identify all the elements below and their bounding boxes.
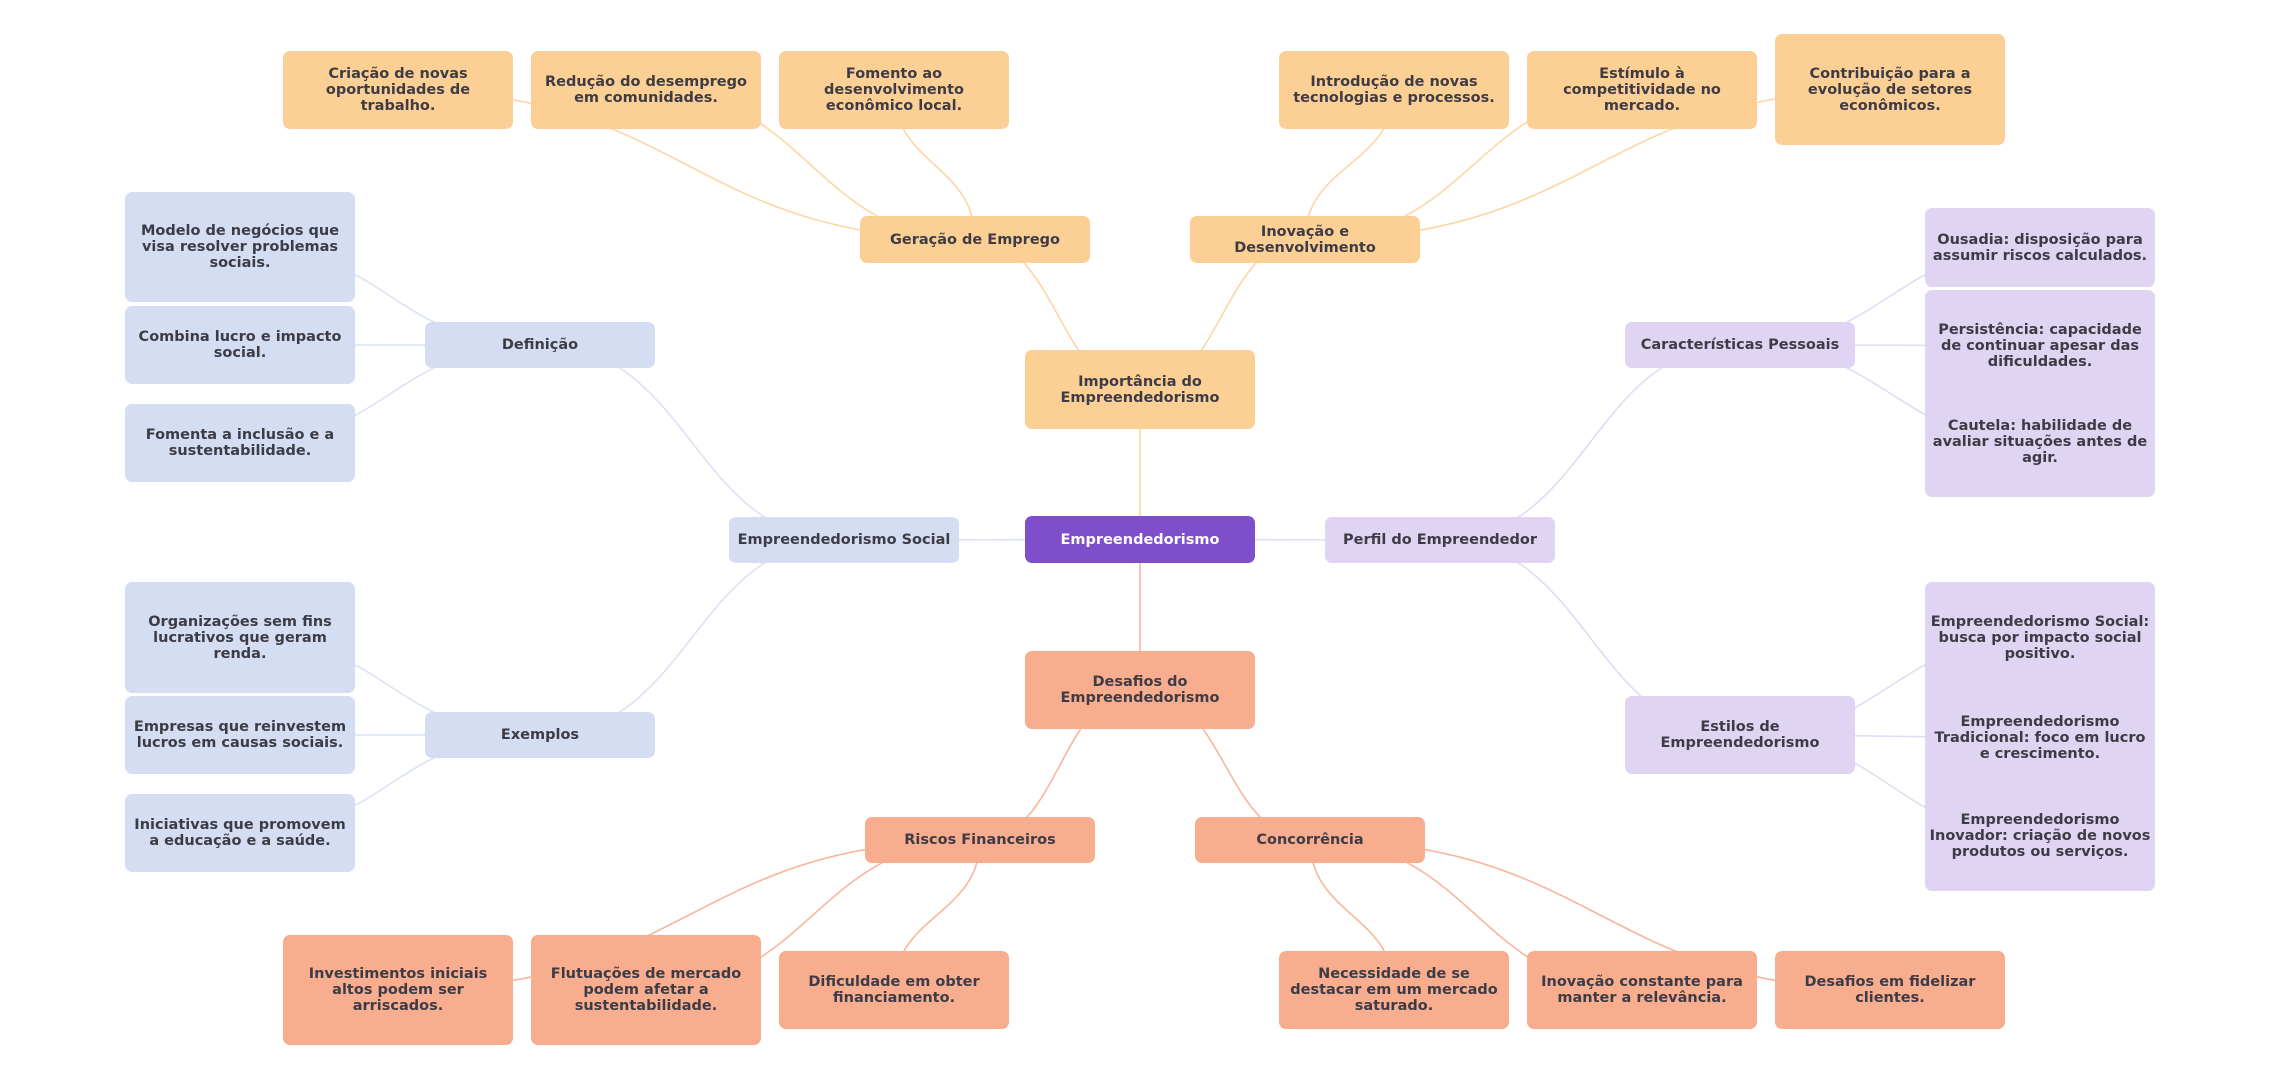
node-label: Inovação constante para manter a relevân… [1541, 974, 1743, 1006]
node-perfil-do-empreendedor[interactable]: Perfil do Empreendedor [1325, 517, 1555, 563]
node-dificuldade-em-obter-financiamento[interactable]: Dificuldade em obter financiamento. [779, 951, 1009, 1029]
node-label: Necessidade de se destacar em um mercado… [1290, 966, 1498, 1014]
node-inovacao-e-desenvolvimento[interactable]: Inovação e Desenvolvimento [1190, 216, 1420, 263]
connector-per-car [1439, 344, 1741, 541]
node-label: Empresas que reinvestem lucros em causas… [133, 719, 347, 751]
node-estilos-de-empreendedorismo[interactable]: Estilos de Empreendedorismo [1625, 696, 1855, 774]
node-combina-lucro-e-impacto[interactable]: Combina lucro e impacto social. [125, 306, 355, 384]
node-label: Iniciativas que promovem a educação e a … [134, 817, 346, 849]
node-caracteristicas-pessoais[interactable]: Características Pessoais [1625, 322, 1855, 368]
node-contribuicao-para-a-evolucao[interactable]: Contribuição para a evolução de setores … [1775, 34, 2005, 145]
node-empreendedorismo-tradicional-foco-em[interactable]: Empreendedorismo Tradicional: foco em lu… [1925, 682, 2155, 793]
node-label: Empreendedorismo [1060, 531, 1220, 548]
node-label: Definição [501, 337, 579, 353]
node-introducao-de-novas-tecnologias[interactable]: Introdução de novas tecnologias e proces… [1279, 51, 1509, 129]
node-label: Combina lucro e impacto social. [138, 329, 342, 361]
node-fomento-ao-desenvolvimento-economico[interactable]: Fomento ao desenvolvimento econômico loc… [779, 51, 1009, 129]
node-label: Empreendedorismo Inovador: criação de no… [1929, 811, 2151, 860]
connector-soc-exe [539, 539, 845, 736]
node-criacao-de-novas-oportunidades[interactable]: Criação de novas oportunidades de trabal… [283, 51, 513, 129]
node-label: Redução do desemprego em comunidades. [545, 74, 747, 106]
node-label: Estímulo à competitividade no mercado. [1563, 66, 1721, 114]
node-empresas-que-reinvestem-lucros[interactable]: Empresas que reinvestem lucros em causas… [125, 696, 355, 774]
node-label: Modelo de negócios que visa resolver pro… [140, 223, 340, 271]
node-flutuacoes-de-mercado-podem[interactable]: Flutuações de mercado podem afetar a sus… [531, 935, 761, 1045]
node-persistencia-capacidade-de-continuar[interactable]: Persistência: capacidade de continuar ap… [1925, 290, 2155, 401]
node-reducao-do-desemprego-em[interactable]: Redução do desemprego em comunidades. [531, 51, 761, 129]
node-label: Inovação e Desenvolvimento [1234, 223, 1376, 256]
node-label: Criação de novas oportunidades de trabal… [325, 66, 471, 114]
node-label: Empreendedorismo Social [737, 532, 951, 548]
node-empreendedorismo[interactable]: Empreendedorismo [1025, 516, 1255, 563]
node-investimentos-iniciais-altos-podem[interactable]: Investimentos iniciais altos podem ser a… [283, 935, 513, 1045]
node-label: Desafios em fidelizar clientes. [1804, 974, 1976, 1006]
node-empreendedorismo-inovador-criacao-de[interactable]: Empreendedorismo Inovador: criação de no… [1925, 780, 2155, 891]
node-label: Geração de Emprego [889, 231, 1061, 248]
node-inovacao-constante-para-manter[interactable]: Inovação constante para manter a relevân… [1527, 951, 1757, 1029]
node-label: Dificuldade em obter financiamento. [808, 974, 980, 1006]
node-label: Estilos de Empreendedorismo [1660, 719, 1820, 751]
connector-soc-def [539, 344, 845, 541]
node-label: Contribuição para a evolução de setores … [1807, 65, 1973, 114]
node-exemplos[interactable]: Exemplos [425, 712, 655, 758]
node-estimulo-a-competitividade-no[interactable]: Estímulo à competitividade no mercado. [1527, 51, 1757, 129]
node-label: Concorrência [1256, 832, 1364, 848]
node-iniciativas-que-promovem-a[interactable]: Iniciativas que promovem a educação e a … [125, 794, 355, 872]
node-label: Perfil do Empreendedor [1342, 532, 1537, 548]
node-label: Fomento ao desenvolvimento econômico loc… [824, 66, 964, 114]
node-label: Desafios do Empreendedorismo [1060, 674, 1220, 706]
node-ousadia-disposicao-para-assumir[interactable]: Ousadia: disposição para assumir riscos … [1925, 208, 2155, 287]
node-label: Empreendedorismo Tradicional: foco em lu… [1934, 713, 2146, 762]
node-label: Empreendedorismo Social: busca por impac… [1930, 613, 2150, 662]
node-necessidade-de-se-destacar[interactable]: Necessidade de se destacar em um mercado… [1279, 951, 1509, 1029]
node-importancia-do-empreendedorismo[interactable]: Importância do Empreendedorismo [1025, 350, 1255, 429]
node-label: Cautela: habilidade de avaliar situações… [1932, 417, 2148, 466]
node-label: Riscos Financeiros [904, 832, 1056, 848]
node-definicao[interactable]: Definição [425, 322, 655, 368]
node-modelo-de-negocios-que[interactable]: Modelo de negócios que visa resolver pro… [125, 192, 355, 302]
node-concorrencia[interactable]: Concorrência [1195, 817, 1425, 863]
node-label: Ousadia: disposição para assumir riscos … [1932, 231, 2148, 264]
node-label: Importância do Empreendedorismo [1060, 373, 1220, 406]
node-desafios-do-empreendedorismo[interactable]: Desafios do Empreendedorismo [1025, 651, 1255, 729]
node-label: Flutuações de mercado podem afetar a sus… [550, 966, 742, 1014]
node-label: Exemplos [500, 727, 580, 743]
node-label: Características Pessoais [1640, 337, 1840, 353]
node-label: Organizações sem fins lucrativos que ger… [148, 613, 332, 662]
node-empreendedorismo-social-busca-por[interactable]: Empreendedorismo Social: busca por impac… [1925, 582, 2155, 693]
node-empreendedorismo-social[interactable]: Empreendedorismo Social [729, 517, 959, 563]
node-label: Persistência: capacidade de continuar ap… [1938, 321, 2142, 370]
node-label: Introdução de novas tecnologias e proces… [1293, 74, 1495, 106]
node-riscos-financeiros[interactable]: Riscos Financeiros [865, 817, 1095, 863]
node-label: Fomenta a inclusão e a sustentabilidade. [145, 427, 335, 459]
node-fomenta-a-inclusao-e[interactable]: Fomenta a inclusão e a sustentabilidade. [125, 404, 355, 482]
node-label: Investimentos iniciais altos podem ser a… [308, 966, 488, 1014]
node-cautela-habilidade-de-avaliar[interactable]: Cautela: habilidade de avaliar situações… [1925, 386, 2155, 497]
node-organizacoes-sem-fins-lucrativos[interactable]: Organizações sem fins lucrativos que ger… [125, 582, 355, 693]
node-desafios-em-fidelizar-clientes[interactable]: Desafios em fidelizar clientes. [1775, 951, 2005, 1029]
node-geracao-de-emprego[interactable]: Geração de Emprego [860, 216, 1090, 263]
